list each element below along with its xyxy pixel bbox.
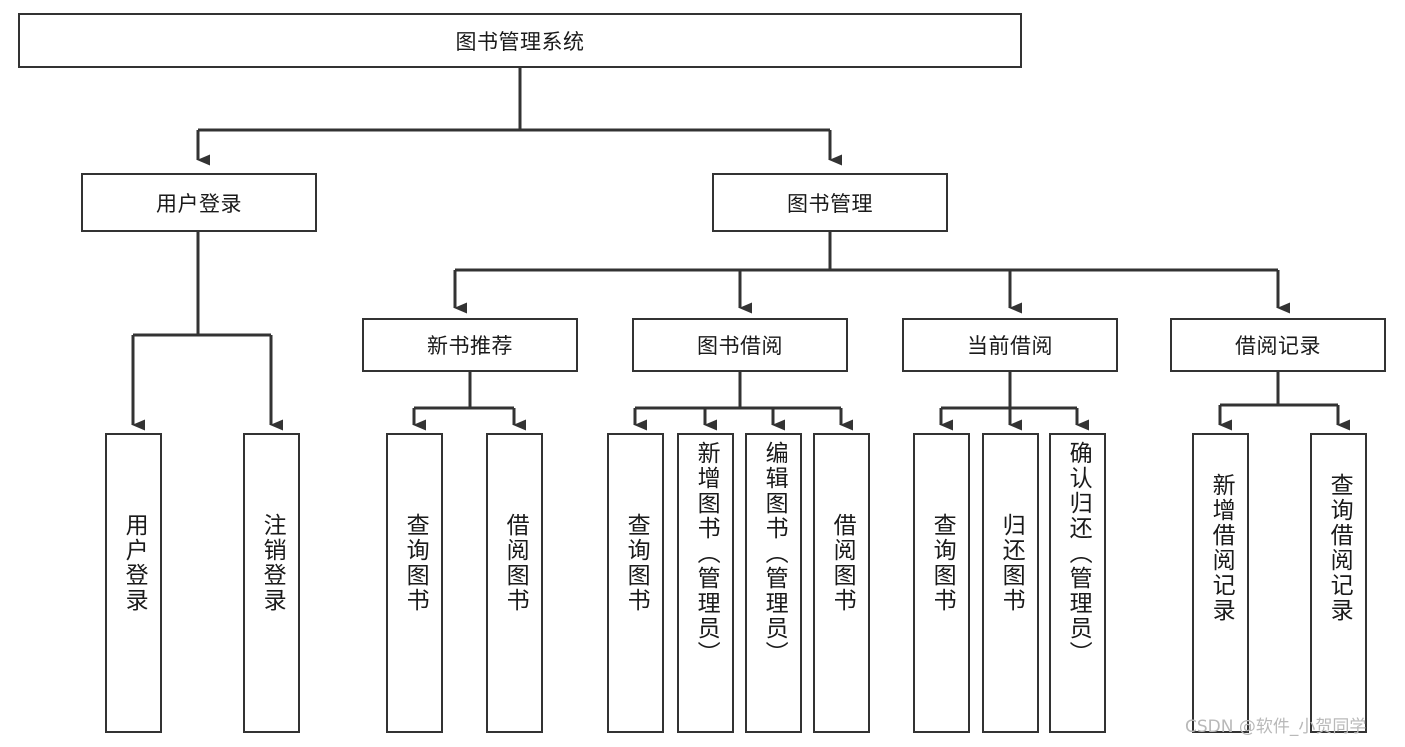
node-system-root[interactable]: 图书管理系统 [18,13,1022,68]
node-book-borrow[interactable]: 图书借阅 [632,318,848,372]
leaf-query-record[interactable]: 查询借阅记录 [1310,433,1367,733]
node-label: 借阅图书 [502,513,529,613]
node-label: 借阅图书 [829,513,856,613]
node-borrow-record[interactable]: 借阅记录 [1170,318,1386,372]
csdn-watermark: CSDN @软件_小贺同学 [1185,717,1367,737]
leaf-add-record[interactable]: 新增借阅记录 [1192,433,1249,733]
leaf-user-login[interactable]: 用户登录 [105,433,162,733]
node-label: 确认归还（管理员） [1065,441,1092,666]
node-label: 归还图书 [998,513,1025,613]
leaf-return-book[interactable]: 归还图书 [982,433,1039,733]
node-label: 注销登录 [259,513,286,613]
node-new-book-recommend[interactable]: 新书推荐 [362,318,578,372]
node-label: 查询图书 [929,513,956,613]
node-label: 查询图书 [623,513,650,613]
leaf-borrow-book-2[interactable]: 借阅图书 [813,433,870,733]
leaf-query-book-2[interactable]: 查询图书 [607,433,664,733]
node-label: 借阅记录 [1235,334,1321,358]
leaf-confirm-return[interactable]: 确认归还（管理员） [1049,433,1106,733]
node-user-login[interactable]: 用户登录 [81,173,317,232]
leaf-add-book[interactable]: 新增图书（管理员） [677,433,734,733]
node-label: 用户登录 [156,191,242,216]
leaf-edit-book[interactable]: 编辑图书（管理员） [745,433,802,733]
node-label: 新书推荐 [427,334,513,358]
node-label: 新增图书（管理员） [693,441,720,666]
node-label: 用户登录 [121,513,148,613]
leaf-user-logout[interactable]: 注销登录 [243,433,300,733]
node-label: 查询图书 [402,513,429,613]
node-label: 当前借阅 [967,334,1053,358]
node-label: 图书借阅 [697,334,783,358]
node-label: 图书管理系统 [455,29,585,54]
leaf-borrow-book-1[interactable]: 借阅图书 [486,433,543,733]
leaf-query-book-1[interactable]: 查询图书 [386,433,443,733]
node-book-management[interactable]: 图书管理 [712,173,948,232]
node-label: 编辑图书（管理员） [761,441,788,666]
node-current-borrow[interactable]: 当前借阅 [902,318,1118,372]
node-label: 新增借阅记录 [1208,473,1235,623]
leaf-query-book-3[interactable]: 查询图书 [913,433,970,733]
node-label: 查询借阅记录 [1326,473,1353,623]
node-label: 图书管理 [787,191,873,216]
